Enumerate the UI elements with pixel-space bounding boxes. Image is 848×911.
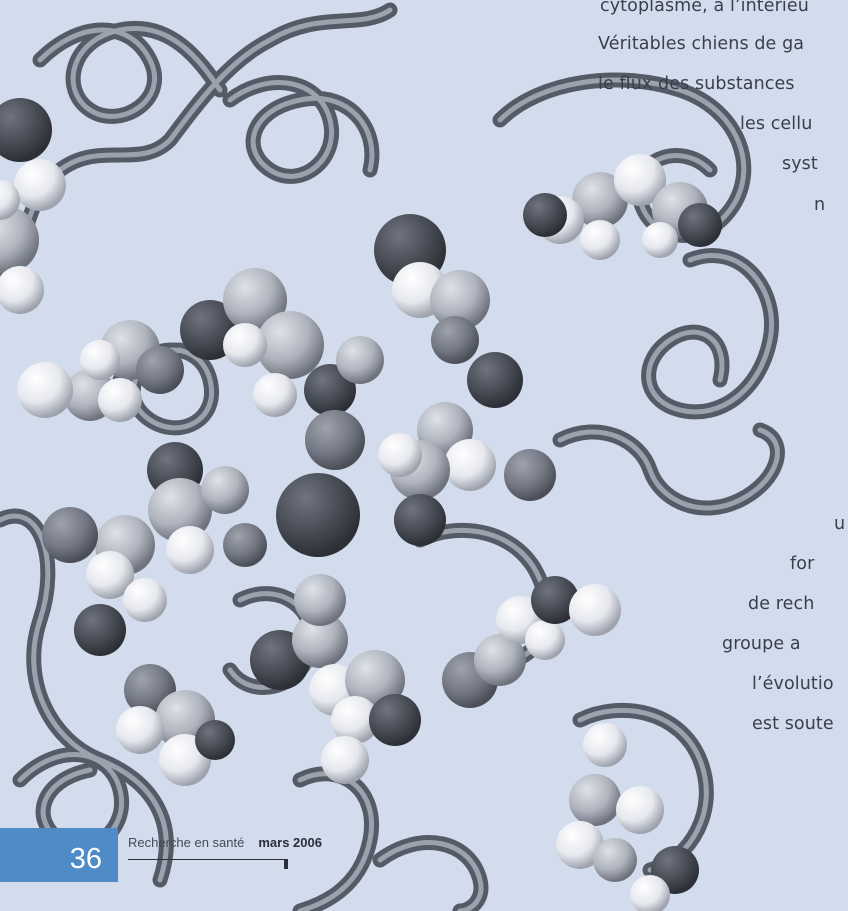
page-number-box: 36 bbox=[0, 828, 118, 882]
running-footer: Recherche en santé mars 2006 bbox=[128, 835, 322, 850]
text-line: cytoplasme, à l’intérieu bbox=[600, 0, 809, 16]
footer-rule bbox=[128, 859, 286, 860]
text-line: syst bbox=[782, 154, 818, 174]
text-line: les cellu bbox=[740, 114, 813, 134]
text-line: est soute bbox=[752, 714, 834, 734]
page-number: 36 bbox=[69, 843, 102, 875]
text-line: l’évolutio bbox=[752, 674, 834, 694]
text-line: le flux des substances bbox=[598, 74, 795, 94]
footer-tick bbox=[284, 859, 288, 869]
magazine-title: Recherche en santé bbox=[128, 835, 245, 850]
text-line: for bbox=[790, 554, 815, 574]
text-line: de rech bbox=[748, 594, 815, 614]
issue-date: mars 2006 bbox=[258, 835, 322, 850]
text-line: n bbox=[814, 195, 826, 215]
text-line: groupe a bbox=[722, 634, 801, 654]
text-line: Véritables chiens de ga bbox=[598, 34, 805, 54]
text-line: u bbox=[834, 514, 846, 534]
atom-spheres bbox=[0, 98, 722, 911]
